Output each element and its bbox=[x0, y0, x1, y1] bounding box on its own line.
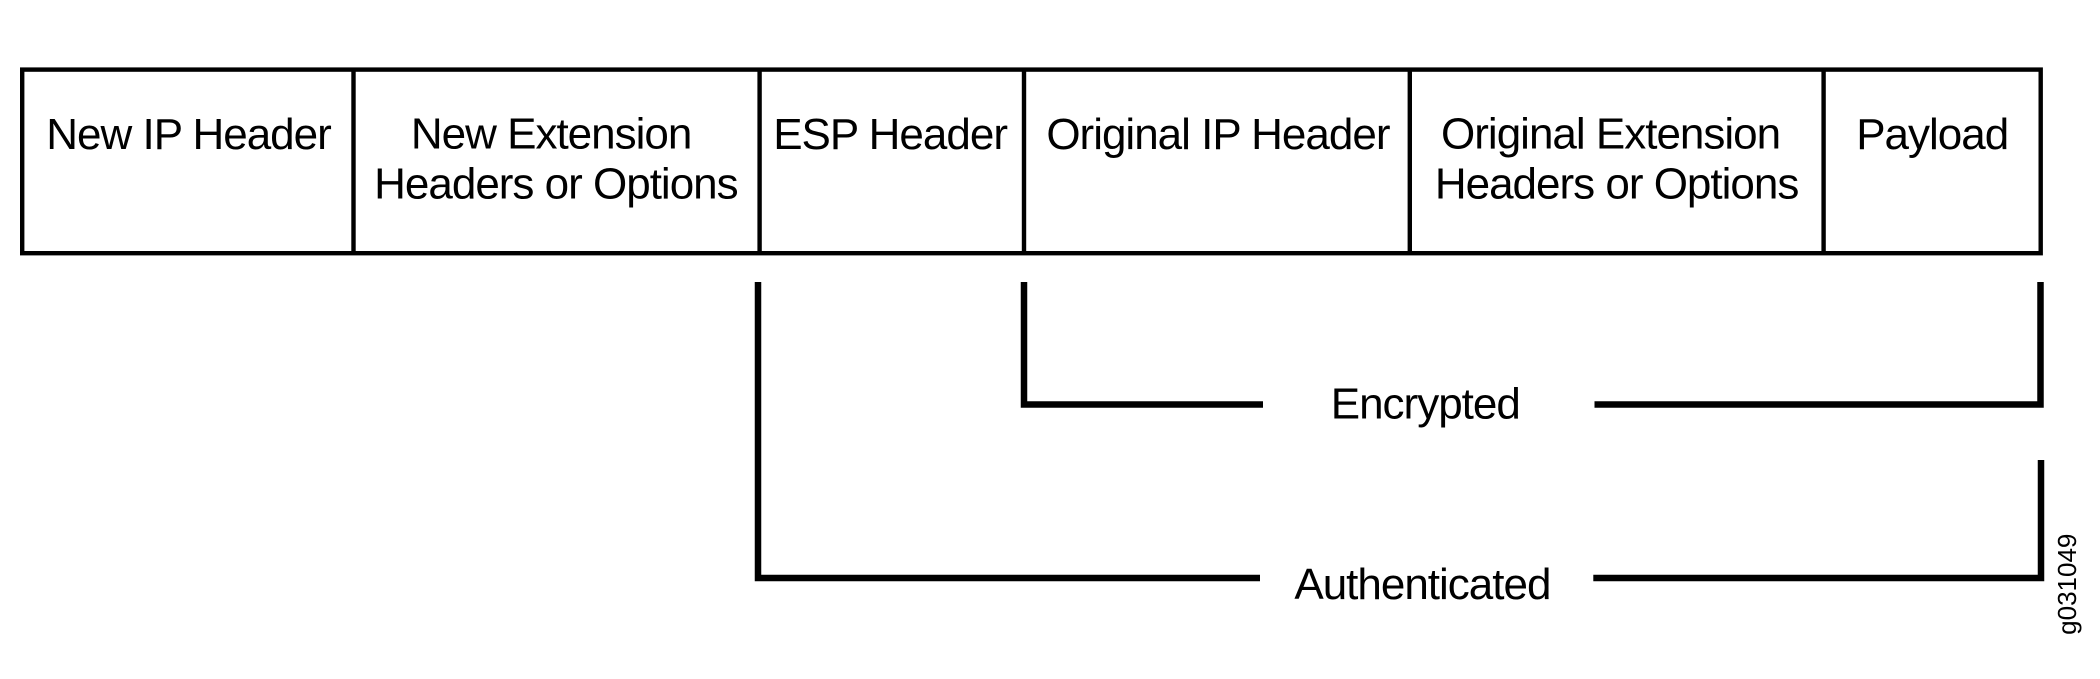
svg-text:Authenticated: Authenticated bbox=[1294, 560, 1550, 609]
svg-text:Payload: Payload bbox=[1856, 110, 2008, 159]
svg-text:Original Extension: Original Extension bbox=[1441, 110, 1780, 159]
svg-text:Headers or Options: Headers or Options bbox=[374, 159, 738, 208]
svg-text:New IP Header: New IP Header bbox=[46, 110, 331, 159]
svg-text:Encrypted: Encrypted bbox=[1331, 380, 1520, 429]
svg-text:New Extension: New Extension bbox=[411, 110, 691, 159]
svg-text:g031049: g031049 bbox=[2052, 534, 2082, 635]
svg-text:Original IP Header: Original IP Header bbox=[1046, 110, 1390, 159]
svg-text:ESP Header: ESP Header bbox=[773, 110, 1007, 159]
svg-text:Headers or Options: Headers or Options bbox=[1435, 159, 1799, 208]
